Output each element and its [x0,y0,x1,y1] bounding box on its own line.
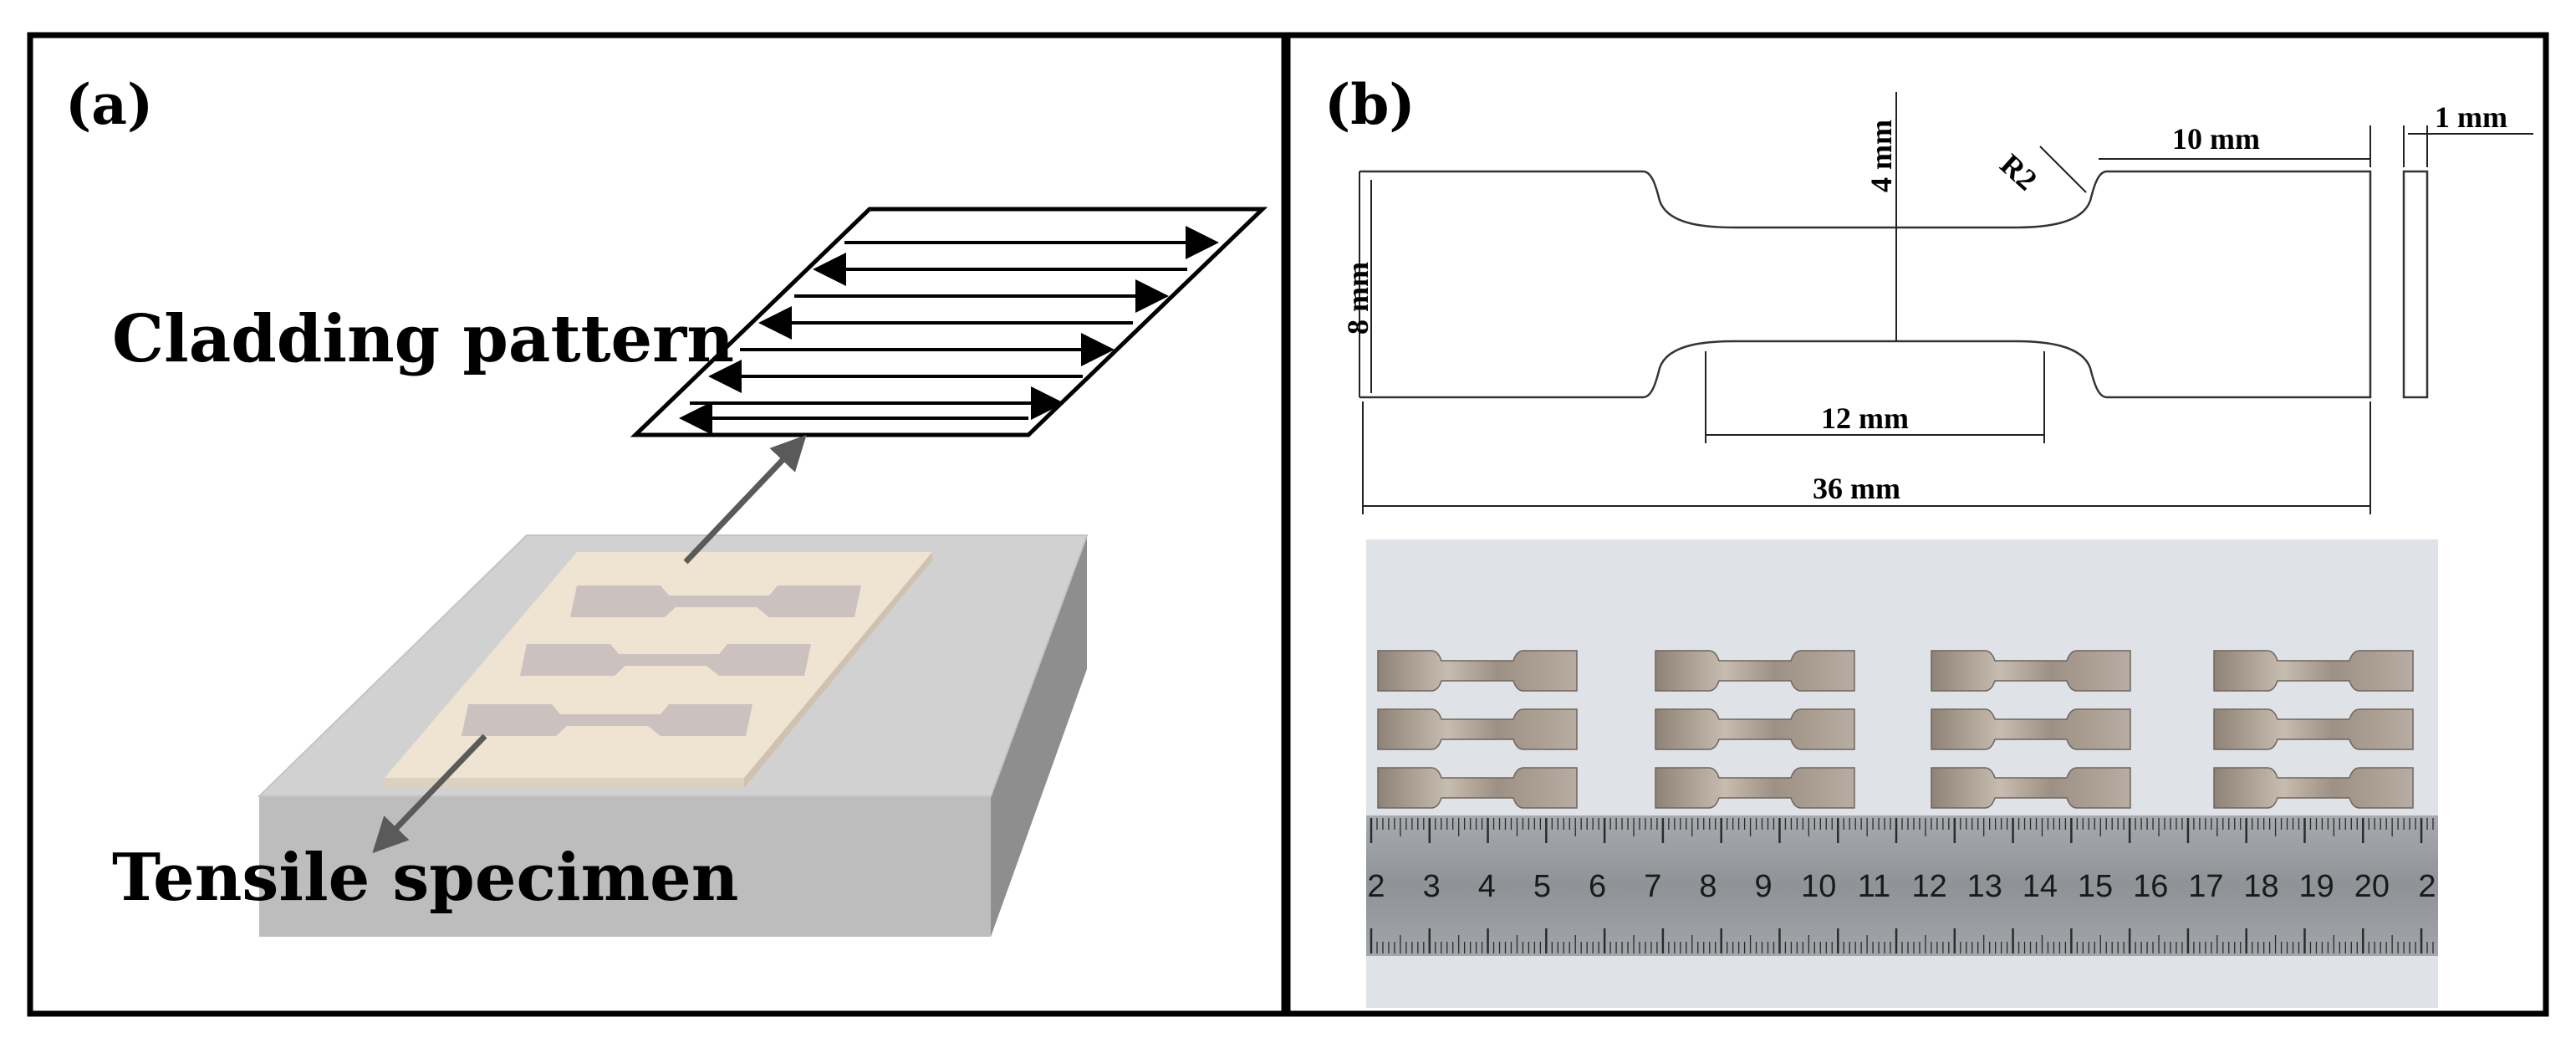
photo-specimen-6 [1655,767,1855,809]
embedded-specimen-1 [570,585,861,617]
ruler-number: 19 [2299,869,2334,904]
ruler-number: 7 [1644,869,1661,904]
dim-grip-width-text: 8 mm [1341,262,1375,335]
dim-total-length-text: 36 mm [1813,472,1900,505]
photo-specimen-10 [2213,650,2414,692]
photo-specimen-5 [1655,708,1855,750]
ruler-number: 8 [1699,869,1716,904]
panel-a: (a) Cladding pattern [27,32,1288,1017]
deposited-plate [385,552,932,788]
to-specimen-arrow [372,734,487,854]
photo-specimen-8 [1931,708,2131,750]
panel-a-label: (a) [65,72,153,137]
block-front-face [259,796,991,937]
dim-gauge-length-text: 12 mm [1821,401,1909,435]
cladding-pattern-label: Cladding pattern [112,301,734,377]
ruler-ticks [1370,818,2434,953]
tensile-specimen-label: Tensile specimen [112,840,738,916]
ruler-number: 18 [2243,869,2278,904]
photo-specimen-1 [1377,650,1578,692]
specimen-drawing [1359,170,2429,399]
panel-b: (b) 8 mm 4 mm R2 10 mm [1284,32,2549,1017]
ruler [1366,815,2438,956]
dim-thickness-text: 1 mm [2435,100,2507,134]
scan-path-arrows [679,226,1219,435]
embedded-specimen-2 [520,644,811,676]
dimension-lines [1359,92,2533,514]
plate-side-edge [744,552,932,788]
photo-specimen-11 [2213,708,2414,750]
panel-b-label: (b) [1324,72,1416,137]
ruler-numbers: 2 3 4 5 6 7 8 9 10 11 12 13 14 15 16 17 18 19 20 2 [1367,869,2436,904]
block-side-face [991,535,1087,937]
ruler-number: 17 [2188,869,2223,904]
dim-grip-length-text: 10 mm [2172,122,2260,156]
photo-specimen-2 [1377,708,1578,750]
plate-edge [385,778,744,788]
ruler-number: 5 [1533,869,1551,904]
dim-radius-leader [2039,146,2087,193]
photo-specimens [1377,650,2414,809]
ruler-number: 20 [2354,869,2390,904]
dim-width-text: 4 mm [1864,120,1898,192]
to-cladding-arrow [683,434,807,565]
ruler-number: 3 [1423,869,1441,904]
ruler-number: 6 [1589,869,1606,904]
ruler-number: 11 [1858,869,1890,904]
embedded-specimens [462,585,861,736]
photo-specimen-7 [1931,650,2131,692]
specimen-photo: 2 3 4 5 6 7 8 9 10 11 12 13 14 15 16 17 18 19 20 2 [1366,539,2438,1008]
photo-specimen-12 [2213,767,2414,809]
cladding-pattern-diagram [630,207,1268,437]
thickness-view [2402,170,2429,399]
ruler-number: 2 [2418,869,2436,904]
ruler-number: 14 [2023,869,2058,904]
photo-specimen-4 [1655,650,1855,692]
ruler-number: 16 [2133,869,2168,904]
ruler-number: 13 [1967,869,2002,904]
ruler-number: 10 [1801,869,1836,904]
photo-specimen-9 [1931,767,2131,809]
ruler-number: 2 [1367,869,1385,904]
ruler-number: 9 [1755,869,1773,904]
ruler-number: 4 [1478,869,1496,904]
specimen-outline [1359,170,2372,399]
ruler-number: 12 [1911,869,1946,904]
embedded-specimen-3 [462,704,752,736]
photo-specimen-3 [1377,767,1578,809]
ruler-number: 15 [2078,869,2113,904]
